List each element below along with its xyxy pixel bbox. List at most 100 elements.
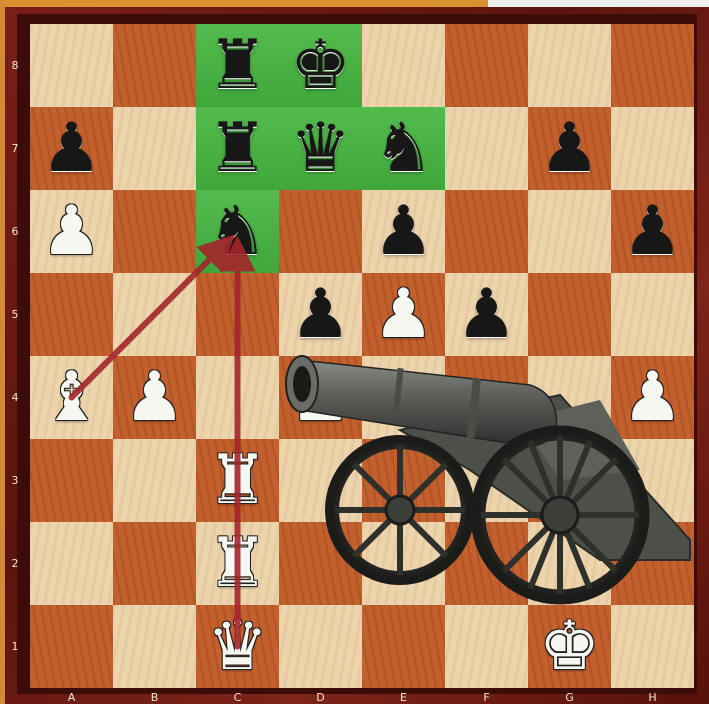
- square-h6[interactable]: ♟: [611, 190, 694, 273]
- black-pawn-icon[interactable]: ♟: [279, 273, 362, 356]
- square-b1[interactable]: [113, 605, 196, 688]
- square-g6[interactable]: [528, 190, 611, 273]
- square-f3[interactable]: [445, 439, 528, 522]
- square-d7[interactable]: ♛: [279, 107, 362, 190]
- square-e2[interactable]: [362, 522, 445, 605]
- square-g4[interactable]: [528, 356, 611, 439]
- square-e1[interactable]: [362, 605, 445, 688]
- square-b6[interactable]: [113, 190, 196, 273]
- square-f6[interactable]: [445, 190, 528, 273]
- white-pawn-icon[interactable]: ♟: [279, 356, 362, 439]
- square-f7[interactable]: [445, 107, 528, 190]
- square-d1[interactable]: [279, 605, 362, 688]
- white-king-icon[interactable]: ♚: [528, 605, 611, 688]
- square-g3[interactable]: [528, 439, 611, 522]
- black-queen-icon[interactable]: ♛: [279, 107, 362, 190]
- rank-label: 1: [8, 640, 22, 653]
- square-h2[interactable]: [611, 522, 694, 605]
- square-c5[interactable]: [196, 273, 279, 356]
- white-queen-icon[interactable]: ♛: [196, 605, 279, 688]
- square-d2[interactable]: [279, 522, 362, 605]
- square-h8[interactable]: [611, 24, 694, 107]
- black-pawn-icon[interactable]: ♟: [528, 107, 611, 190]
- white-pawn-icon[interactable]: ♟: [362, 273, 445, 356]
- rank-label: 5: [8, 308, 22, 321]
- square-h1[interactable]: [611, 605, 694, 688]
- square-e3[interactable]: [362, 439, 445, 522]
- square-c4[interactable]: [196, 356, 279, 439]
- square-a6[interactable]: ♟: [30, 190, 113, 273]
- white-pawn-icon[interactable]: ♟: [611, 356, 694, 439]
- black-pawn-icon[interactable]: ♟: [611, 190, 694, 273]
- white-rook-icon[interactable]: ♜: [196, 439, 279, 522]
- square-a7[interactable]: ♟: [30, 107, 113, 190]
- file-label: A: [30, 691, 113, 704]
- square-e5[interactable]: ♟: [362, 273, 445, 356]
- top-strip-right: [488, 0, 709, 7]
- square-b5[interactable]: [113, 273, 196, 356]
- square-a1[interactable]: [30, 605, 113, 688]
- rank-label: 8: [8, 59, 22, 72]
- square-g2[interactable]: [528, 522, 611, 605]
- square-c6[interactable]: ♞: [196, 190, 279, 273]
- square-h7[interactable]: [611, 107, 694, 190]
- square-d4[interactable]: ♟: [279, 356, 362, 439]
- square-c8[interactable]: ♜: [196, 24, 279, 107]
- square-g1[interactable]: ♚: [528, 605, 611, 688]
- square-e7[interactable]: ♞: [362, 107, 445, 190]
- square-f8[interactable]: [445, 24, 528, 107]
- black-pawn-icon[interactable]: ♟: [362, 190, 445, 273]
- square-d6[interactable]: [279, 190, 362, 273]
- square-b3[interactable]: [113, 439, 196, 522]
- square-b7[interactable]: [113, 107, 196, 190]
- black-knight-icon[interactable]: ♞: [362, 107, 445, 190]
- square-g5[interactable]: [528, 273, 611, 356]
- square-c3[interactable]: ♜: [196, 439, 279, 522]
- rank-label: 6: [8, 225, 22, 238]
- file-label: C: [196, 691, 279, 704]
- square-b8[interactable]: [113, 24, 196, 107]
- square-c7[interactable]: ♜: [196, 107, 279, 190]
- square-a3[interactable]: [30, 439, 113, 522]
- black-pawn-icon[interactable]: ♟: [445, 273, 528, 356]
- rank-label: 3: [8, 474, 22, 487]
- square-d3[interactable]: [279, 439, 362, 522]
- black-knight-icon[interactable]: ♞: [196, 190, 279, 273]
- square-g8[interactable]: [528, 24, 611, 107]
- square-h4[interactable]: ♟: [611, 356, 694, 439]
- square-e6[interactable]: ♟: [362, 190, 445, 273]
- square-h5[interactable]: [611, 273, 694, 356]
- square-f2[interactable]: [445, 522, 528, 605]
- rank-label: 4: [8, 391, 22, 404]
- black-rook-icon[interactable]: ♜: [196, 107, 279, 190]
- file-label: B: [113, 691, 196, 704]
- square-f4[interactable]: [445, 356, 528, 439]
- top-strip: [0, 0, 488, 7]
- black-rook-icon[interactable]: ♜: [196, 24, 279, 107]
- black-pawn-icon[interactable]: ♟: [30, 107, 113, 190]
- white-bishop-icon[interactable]: ♝: [30, 356, 113, 439]
- square-a2[interactable]: [30, 522, 113, 605]
- white-pawn-icon[interactable]: ♟: [113, 356, 196, 439]
- square-h3[interactable]: [611, 439, 694, 522]
- square-b4[interactable]: ♟: [113, 356, 196, 439]
- chess-board[interactable]: ♜♚♟♜♛♞♟♟♞♟♟♟♟♟♝♟♟♟♜♜♛♚: [30, 24, 694, 688]
- square-a5[interactable]: [30, 273, 113, 356]
- file-label: E: [362, 691, 445, 704]
- square-d8[interactable]: ♚: [279, 24, 362, 107]
- square-e4[interactable]: [362, 356, 445, 439]
- square-a4[interactable]: ♝: [30, 356, 113, 439]
- square-c2[interactable]: ♜: [196, 522, 279, 605]
- black-king-icon[interactable]: ♚: [279, 24, 362, 107]
- square-b2[interactable]: [113, 522, 196, 605]
- white-rook-icon[interactable]: ♜: [196, 522, 279, 605]
- square-e8[interactable]: [362, 24, 445, 107]
- square-c1[interactable]: ♛: [196, 605, 279, 688]
- square-f1[interactable]: [445, 605, 528, 688]
- square-g7[interactable]: ♟: [528, 107, 611, 190]
- white-pawn-icon[interactable]: ♟: [30, 190, 113, 273]
- square-a8[interactable]: [30, 24, 113, 107]
- square-d5[interactable]: ♟: [279, 273, 362, 356]
- square-f5[interactable]: ♟: [445, 273, 528, 356]
